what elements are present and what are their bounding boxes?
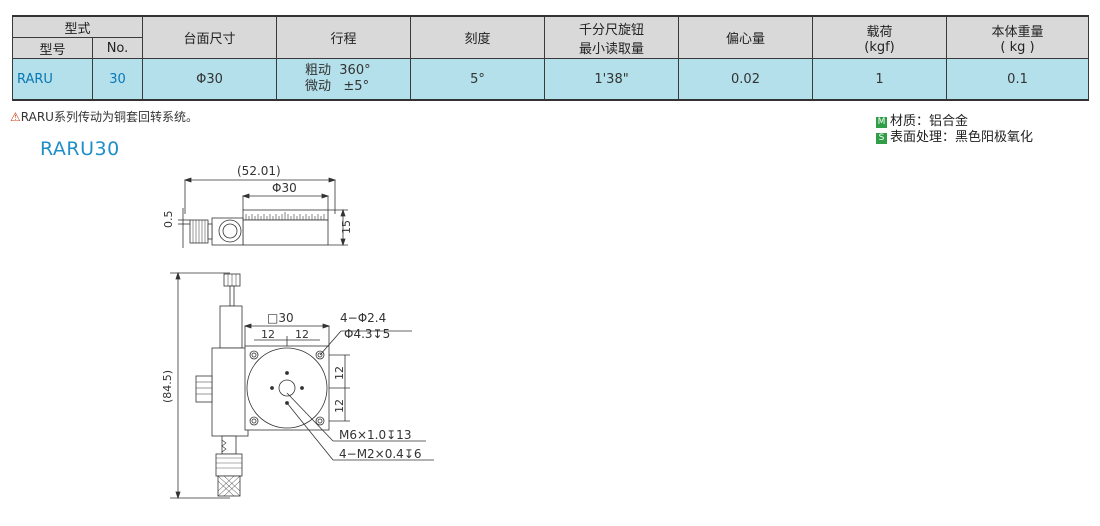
cell-no: 30 xyxy=(91,58,144,101)
material-text: 材质：铝合金 xyxy=(890,114,969,129)
header-stroke: 行程 xyxy=(276,15,412,59)
header-knob-min: 千分尺旋钮 最小读取量 xyxy=(544,15,680,59)
surface-badge: S xyxy=(876,133,887,144)
header-load-line1: 载荷 xyxy=(866,24,893,40)
header-weight-line2: ( kg ) xyxy=(1000,39,1035,55)
header-weight: 本体重量 ( kg ) xyxy=(946,15,1090,59)
header-load: 载荷 (kgf) xyxy=(812,15,948,59)
note-text: RARU系列传动为铜套回转系统。 xyxy=(20,110,198,124)
hole-label-1: 4−Φ2.4 xyxy=(340,311,386,325)
dim-overall-length: (84.5) xyxy=(161,370,174,403)
header-table-size: 台面尺寸 xyxy=(142,15,278,59)
cell-stroke-coarse: 粗动 360° xyxy=(305,63,371,78)
header-model: 型号 xyxy=(12,37,93,59)
dim-overall-width: (52.01) xyxy=(237,164,281,178)
cell-weight: 0.1 xyxy=(946,58,1090,101)
cell-knob-min: 1'38" xyxy=(544,58,680,101)
dim-12c: 12 xyxy=(333,366,346,380)
cell-stroke-fine: 微动 ±5° xyxy=(305,79,370,94)
dim-table-dia: Φ30 xyxy=(272,181,297,195)
cell-stroke: 粗动 360° 微动 ±5° xyxy=(276,58,412,101)
header-type-group: 型式 xyxy=(11,15,144,38)
thread-label-2: 4−M2×0.4↧6 xyxy=(339,447,422,461)
header-knob-line1: 千分尺旋钮 xyxy=(579,22,645,38)
dim-square: □30 xyxy=(267,311,294,325)
cell-scale: 5° xyxy=(410,58,546,101)
dim-12d: 12 xyxy=(333,399,346,413)
header-load-line2: (kgf) xyxy=(864,39,895,55)
header-knob-line2: 最小读取量 xyxy=(579,41,645,57)
header-no: No. xyxy=(91,37,144,59)
dim-12b: 12 xyxy=(295,328,309,341)
cell-load: 1 xyxy=(812,58,948,101)
spec-table: 型式 台面尺寸 行程 刻度 千分尺旋钮 最小读取量 偏心量 载荷 (kgf) 本… xyxy=(11,15,1090,101)
cell-table-size: Φ30 xyxy=(142,58,278,101)
header-scale: 刻度 xyxy=(410,15,546,59)
thread-label-1: M6×1.0↧13 xyxy=(339,428,411,442)
header-weight-line1: 本体重量 xyxy=(991,24,1044,40)
side-view: (52.01) Φ30 xyxy=(162,164,353,248)
dim-12a: 12 xyxy=(261,328,275,341)
series-note: ⚠RARU系列传动为铜套回转系统。 xyxy=(10,108,198,125)
cell-model: RARU xyxy=(12,58,93,101)
section-title: RARU30 xyxy=(40,138,120,160)
top-view: (84.5) xyxy=(161,271,434,500)
dim-height: 15 xyxy=(340,220,353,234)
technical-drawing: (52.01) Φ30 xyxy=(161,164,434,500)
table-row: RARU 30 Φ30 粗动 360° 微动 ±5° 5° 1'38" 0.02… xyxy=(12,58,1090,101)
surface-text: 表面处理：黑色阳极氧化 xyxy=(890,130,1034,145)
warning-icon: ⚠ xyxy=(10,110,21,124)
material-badge: M xyxy=(876,117,887,128)
hole-label-2: Φ4.3↧5 xyxy=(344,327,390,341)
dim-thickness: 0.5 xyxy=(162,211,175,229)
header-eccentric: 偏心量 xyxy=(678,15,814,59)
cell-eccentric: 0.02 xyxy=(678,58,814,101)
